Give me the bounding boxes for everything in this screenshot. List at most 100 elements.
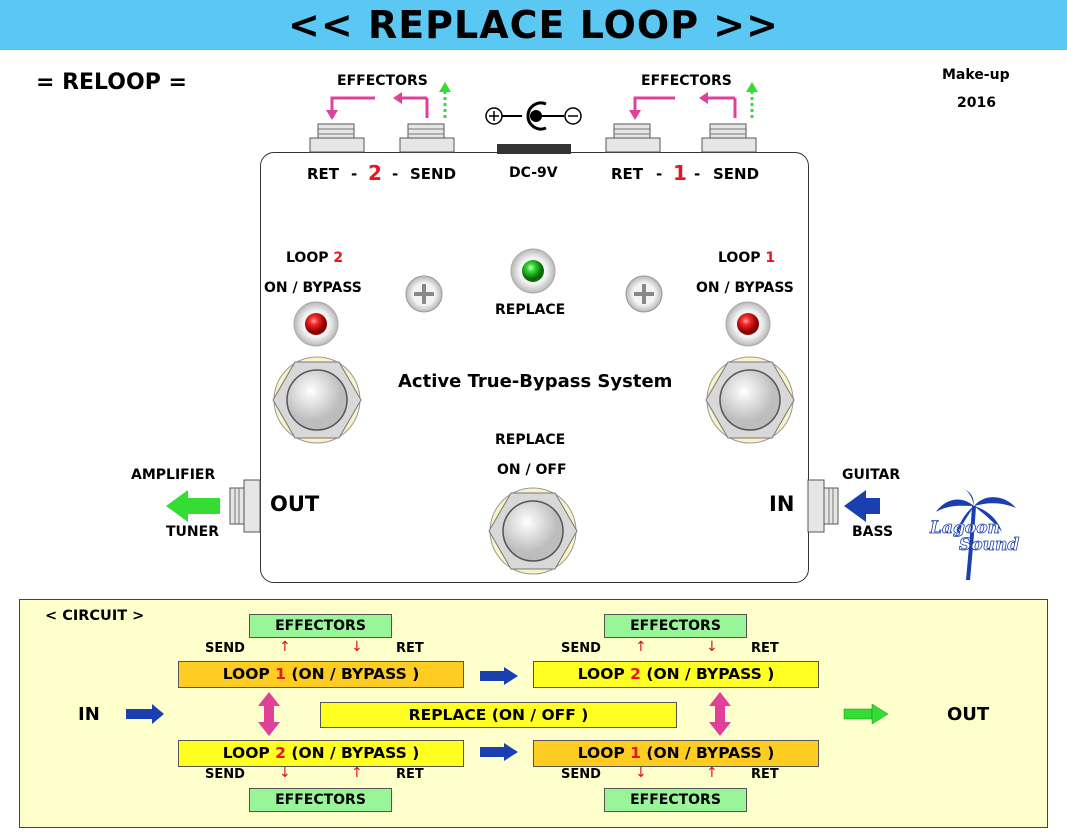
replace-box: REPLACE (ON / OFF ): [320, 702, 677, 728]
input-arrow-icon: [844, 490, 880, 522]
loop-2-footswitch: [272, 356, 362, 444]
page-title: << REPLACE LOOP >>: [288, 3, 779, 47]
effectors-2-arrows: [330, 96, 427, 116]
logo-text-lagoon: Lagoon: [930, 518, 1001, 539]
guitar-label: GUITAR: [842, 467, 901, 483]
circuit-title: < CIRCUIT >: [45, 608, 145, 624]
title-bar: [0, 0, 1067, 50]
dash: -: [351, 165, 358, 183]
loop-1-footswitch: [705, 356, 795, 444]
loop-number: 1: [630, 744, 641, 762]
loop-word: LOOP: [222, 665, 270, 683]
loop-2-box-bottom: LOOP 2 (ON / BYPASS ): [178, 740, 464, 767]
loop-mode: (ON / BYPASS ): [646, 744, 775, 762]
tuner-label: TUNER: [166, 524, 219, 540]
system-label: Active True-Bypass System: [398, 371, 673, 392]
down-arrow-icon: ↓: [706, 639, 718, 655]
effectors-1-label: EFFECTORS: [641, 73, 732, 89]
output-arrow-icon: [166, 490, 220, 522]
up-arrow-icon: ↑: [706, 765, 718, 781]
down-arrow-icon: ↓: [635, 765, 647, 781]
loop-1-label: LOOP 1: [718, 250, 775, 266]
up-arrow-icon: ↑: [351, 765, 363, 781]
out-jack: [229, 479, 261, 533]
up-arrow-icon: ↑: [279, 639, 291, 655]
loop-1-box-bottom: LOOP 1 (ON / BYPASS ): [533, 740, 819, 767]
loop-word: LOOP: [577, 744, 625, 762]
loop-mode: (ON / BYPASS ): [291, 744, 420, 762]
loop-number: 1: [275, 665, 286, 683]
send-arrow-head-icon: [393, 92, 402, 104]
ret-label: RET: [396, 767, 424, 782]
makeup-label: Make-up: [942, 67, 1010, 83]
ret-label: RET: [751, 641, 779, 656]
replace-switch-label: REPLACE: [495, 432, 566, 448]
replace-footswitch: [488, 487, 578, 575]
loop-1-mode-label: ON / BYPASS: [696, 280, 794, 296]
dash: -: [392, 165, 399, 183]
circuit-arrows-graphic: [126, 692, 889, 736]
top-jacks-graphic: [309, 82, 758, 154]
loop-number: 1: [765, 250, 776, 266]
in-jack: [807, 479, 839, 533]
send-label: SEND: [561, 641, 601, 656]
ret-1-label: RET: [611, 165, 644, 183]
ret-label: RET: [751, 767, 779, 782]
replace-switch-mode: ON / OFF: [497, 462, 567, 478]
loop-word: LOOP: [577, 665, 625, 683]
swap-arrow-right-icon: [709, 692, 731, 736]
loop-1-led: [725, 301, 771, 347]
logo-text-sound: Sound: [959, 535, 1020, 556]
loop-number: 2: [275, 744, 286, 762]
screw-right-icon: [625, 275, 663, 313]
loop-number: 2: [630, 665, 641, 683]
effectors-box: EFFECTORS: [604, 788, 747, 812]
effectors-box: EFFECTORS: [249, 788, 392, 812]
dash: -: [694, 165, 701, 183]
loop-2-mode-label: ON / BYPASS: [264, 280, 362, 296]
loop-mode: (ON / BYPASS ): [646, 665, 775, 683]
replace-led: [510, 248, 556, 294]
dc-jack: [497, 144, 571, 154]
loop-2-label: LOOP 2: [286, 250, 343, 266]
circuit-out-label: OUT: [947, 704, 990, 725]
return-arrow-head-icon: [326, 110, 338, 120]
in-arrow-icon: [126, 704, 164, 724]
loop-word: LOOP: [718, 250, 761, 266]
circuit-in-label: IN: [78, 704, 100, 725]
loop-word: LOOP: [286, 250, 329, 266]
amplifier-label: AMPLIFIER: [131, 467, 216, 483]
bass-label: BASS: [852, 524, 894, 540]
side-jacks-graphic: [166, 479, 880, 533]
year-label: 2016: [957, 95, 996, 111]
loop-to-loop-arrows: [480, 667, 518, 761]
down-arrow-icon: ↓: [279, 765, 291, 781]
send-label: SEND: [205, 767, 245, 782]
swap-arrow-left-icon: [258, 692, 280, 736]
send-2-label: SEND: [410, 165, 457, 183]
effectors-2-label: EFFECTORS: [337, 73, 428, 89]
lagoon-sound-logo: [936, 488, 1016, 581]
subtitle: = RELOOP =: [36, 70, 187, 95]
effectors-box: EFFECTORS: [604, 614, 747, 638]
down-arrow-icon: ↓: [351, 639, 363, 655]
ret-2-label: RET: [307, 165, 340, 183]
ret-label: RET: [396, 641, 424, 656]
send-label: SEND: [205, 641, 245, 656]
loop-word: LOOP: [222, 744, 270, 762]
effectors-box: EFFECTORS: [249, 614, 392, 638]
out-arrow-icon: [843, 703, 889, 725]
up-arrow-icon: ↑: [635, 639, 647, 655]
jack-number-2: 2: [368, 161, 382, 185]
loop-mode: (ON / BYPASS ): [291, 665, 420, 683]
send-1-label: SEND: [713, 165, 760, 183]
loop-2-box-top: LOOP 2 (ON / BYPASS ): [533, 661, 819, 688]
loop-2-led: [293, 301, 339, 347]
jack-number-1: 1: [673, 161, 687, 185]
dc-label: DC-9V: [509, 165, 558, 181]
dc-polarity-icon: [485, 101, 582, 131]
up-arrow-icon: [439, 82, 451, 92]
loop-1-box-top: LOOP 1 (ON / BYPASS ): [178, 661, 464, 688]
pedal-controls-graphic: [272, 248, 795, 575]
dash: -: [656, 165, 663, 183]
